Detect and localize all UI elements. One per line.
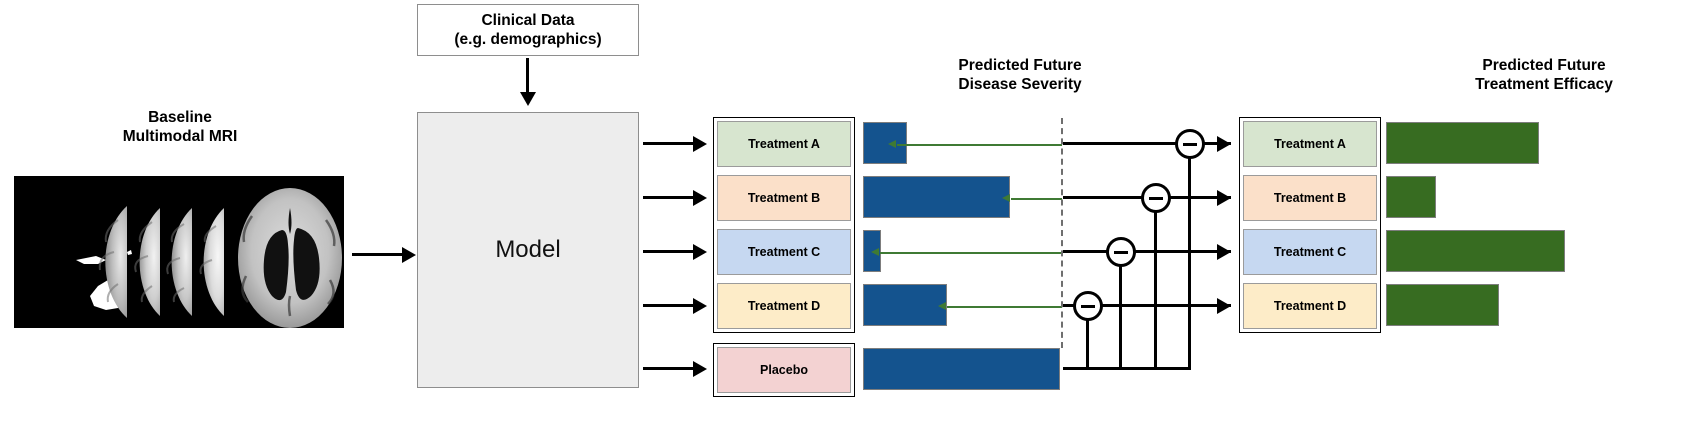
left-arm-treatment-b-label: Treatment B	[747, 191, 821, 205]
severity-header-line2: Disease Severity	[958, 76, 1082, 93]
feedback-arrow-c-head	[871, 248, 879, 256]
right-arm-treatment-c[interactable]: Treatment C	[1243, 229, 1377, 275]
left-arm-treatment-a[interactable]: Treatment A	[717, 121, 851, 167]
drop-treatment-b	[1154, 196, 1157, 370]
drop-treatment-a	[1188, 142, 1191, 370]
feedback-arrow-d-head	[938, 302, 946, 310]
minus-node-treatment-b[interactable]	[1140, 182, 1171, 213]
right-arm-treatment-d-label: Treatment D	[1273, 299, 1347, 313]
arrow-model-to-arm-placebo	[643, 367, 695, 370]
right-treatment-arms-group: Treatment A Treatment B Treatment C Trea…	[1239, 117, 1381, 333]
rail-treatment-b-head	[1217, 190, 1231, 206]
rail-treatment-a-head	[1217, 136, 1231, 152]
arrow-model-to-arm-a-head	[693, 136, 707, 152]
right-arm-treatment-c-label: Treatment C	[1273, 245, 1347, 259]
section-divider	[1061, 118, 1063, 348]
efficacy-bar-treatment-d	[1386, 284, 1499, 326]
right-arm-treatment-a[interactable]: Treatment A	[1243, 121, 1377, 167]
efficacy-header-line2: Treatment Efficacy	[1475, 76, 1613, 93]
arrow-mri-to-model-head	[402, 247, 416, 263]
arrow-model-to-arm-placebo-head	[693, 361, 707, 377]
severity-bar-treatment-d	[863, 284, 947, 326]
left-arm-treatment-a-label: Treatment A	[748, 137, 820, 151]
arrow-model-to-arm-d-head	[693, 298, 707, 314]
feedback-arrow-a	[897, 144, 1062, 146]
arrow-model-to-arm-c-head	[693, 244, 707, 260]
feedback-arrow-c	[880, 252, 1062, 254]
minus-node-treatment-d[interactable]	[1072, 290, 1103, 321]
left-arm-treatment-d[interactable]: Treatment D	[717, 283, 851, 329]
feedback-arrow-b	[1011, 198, 1062, 200]
left-arm-treatment-d-label: Treatment D	[747, 299, 821, 313]
drop-treatment-c	[1119, 250, 1122, 370]
arrow-clinical-to-model-head	[519, 92, 536, 106]
severity-header-line1: Predicted Future	[958, 57, 1082, 74]
arrow-mri-to-model	[352, 253, 404, 256]
left-treatment-arms-group: Treatment A Treatment B Treatment C Trea…	[713, 117, 855, 333]
baseline-mri-image	[14, 176, 344, 328]
efficacy-bar-treatment-a	[1386, 122, 1539, 164]
efficacy-header-line1: Predicted Future	[1482, 57, 1606, 74]
right-arm-treatment-d[interactable]: Treatment D	[1243, 283, 1377, 329]
model-box: Model	[417, 112, 639, 388]
clinical-data-line2: (e.g. demographics)	[454, 31, 602, 48]
mri-caption: Baseline Multimodal MRI	[60, 108, 300, 146]
efficacy-bar-treatment-c	[1386, 230, 1565, 272]
arrow-model-to-arm-a	[643, 142, 695, 145]
left-arm-treatment-b[interactable]: Treatment B	[717, 175, 851, 221]
minus-node-treatment-c[interactable]	[1105, 236, 1136, 267]
arrow-model-to-arm-d	[643, 304, 695, 307]
minus-node-treatment-a[interactable]	[1174, 128, 1205, 159]
left-arm-placebo[interactable]: Placebo	[717, 347, 851, 393]
arrow-model-to-arm-c	[643, 250, 695, 253]
feedback-arrow-a-head	[888, 140, 896, 148]
left-arm-placebo-label: Placebo	[760, 363, 808, 377]
rail-treatment-c	[1063, 250, 1231, 253]
mri-caption-line1: Baseline	[148, 109, 212, 126]
clinical-data-line1: Clinical Data	[481, 12, 575, 29]
rail-treatment-d	[1063, 304, 1231, 307]
rail-treatment-c-head	[1217, 244, 1231, 260]
feedback-arrow-d	[947, 306, 1062, 308]
severity-bar-treatment-b	[863, 176, 1010, 218]
left-arm-treatment-c-label: Treatment C	[747, 245, 821, 259]
right-arm-treatment-b-label: Treatment B	[1273, 191, 1347, 205]
placebo-bus	[1063, 367, 1191, 370]
left-arm-placebo-group: Placebo	[713, 343, 855, 397]
severity-bar-treatment-a	[863, 122, 907, 164]
drop-treatment-d	[1086, 304, 1089, 370]
right-arm-treatment-b[interactable]: Treatment B	[1243, 175, 1377, 221]
severity-header: Predicted Future Disease Severity	[860, 56, 1180, 94]
right-arm-treatment-a-label: Treatment A	[1274, 137, 1346, 151]
severity-bar-placebo	[863, 348, 1060, 390]
mri-caption-line2: Multimodal MRI	[122, 128, 238, 145]
arrow-model-to-arm-b-head	[693, 190, 707, 206]
left-arm-treatment-c[interactable]: Treatment C	[717, 229, 851, 275]
model-label: Model	[495, 236, 561, 263]
arrow-model-to-arm-b	[643, 196, 695, 199]
rail-treatment-a	[1063, 142, 1231, 145]
efficacy-bar-treatment-b	[1386, 176, 1436, 218]
arrow-clinical-to-model	[526, 58, 529, 96]
rail-treatment-d-head	[1217, 298, 1231, 314]
feedback-arrow-b-head	[1002, 194, 1010, 202]
efficacy-header: Predicted Future Treatment Efficacy	[1380, 56, 1708, 94]
clinical-data-box: Clinical Data (e.g. demographics)	[417, 4, 639, 56]
